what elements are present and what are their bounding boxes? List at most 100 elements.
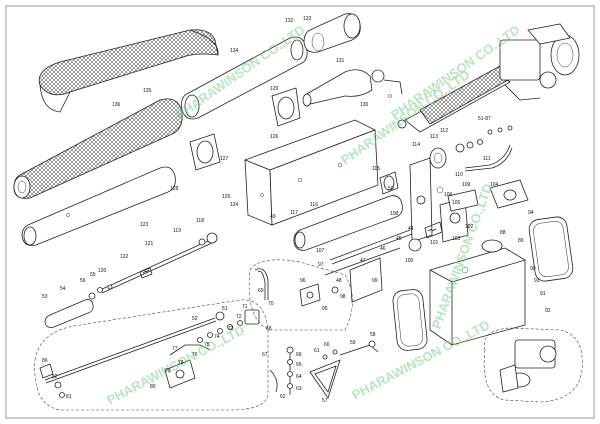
label-44: 44 xyxy=(408,226,414,232)
label-71: 71 xyxy=(242,304,248,310)
pump-unit xyxy=(483,327,583,403)
mesh-half-shell xyxy=(38,29,219,113)
label-88: 88 xyxy=(500,230,506,236)
label-106: 106 xyxy=(444,192,453,198)
control-rod-assembly xyxy=(34,268,269,411)
flange-plate-lower xyxy=(189,133,221,171)
label-121: 121 xyxy=(145,241,154,247)
label-118: 118 xyxy=(196,218,204,224)
label-114: 114 xyxy=(412,142,420,148)
flange-plate-upper xyxy=(271,87,301,127)
label-77: 77 xyxy=(172,346,178,352)
page-border xyxy=(5,5,595,419)
label-136: 136 xyxy=(112,102,121,108)
label-119: 119 xyxy=(173,228,181,234)
label-113: 113 xyxy=(430,134,438,140)
label-110: 110 xyxy=(455,172,463,178)
fuel-pipe xyxy=(455,125,513,172)
label-117: 117 xyxy=(290,210,298,216)
label-65: 65 xyxy=(296,362,302,368)
label-46: 46 xyxy=(380,246,386,252)
label-99: 99 xyxy=(372,278,378,284)
end-cap xyxy=(303,13,361,53)
label-89: 89 xyxy=(518,238,524,244)
label-79: 79 xyxy=(165,368,171,374)
label-115: 115 xyxy=(372,166,380,172)
label-78: 78 xyxy=(178,360,184,366)
label-91: 91 xyxy=(540,291,546,297)
label-72: 72 xyxy=(236,314,242,320)
part-labels: 132 133 134 135 136 131 130 129 128 127 … xyxy=(42,16,551,404)
label-123: 123 xyxy=(140,222,149,228)
label-58: 58 xyxy=(370,332,376,338)
label-120: 120 xyxy=(98,268,107,274)
label-135: 135 xyxy=(143,88,152,94)
mesh-cylinder xyxy=(13,98,183,199)
tank-gaskets xyxy=(392,216,574,351)
label-53: 53 xyxy=(42,294,48,300)
label-81: 81 xyxy=(66,394,72,400)
tie-rods xyxy=(299,221,443,307)
label-98: 98 xyxy=(340,294,346,300)
label-55: 55 xyxy=(90,272,96,278)
label-131: 131 xyxy=(336,58,345,64)
label-107: 107 xyxy=(316,248,325,254)
label-51-87: 51-87 xyxy=(478,116,491,122)
label-76: 76 xyxy=(192,352,198,358)
label-68: 68 xyxy=(266,326,272,332)
label-82: 82 xyxy=(52,374,58,380)
label-116: 116 xyxy=(310,202,318,208)
label-47: 47 xyxy=(360,258,366,264)
label-134: 134 xyxy=(230,48,239,54)
label-126: 126 xyxy=(270,134,279,140)
label-102: 102 xyxy=(465,224,474,230)
injector-rod xyxy=(44,232,218,328)
label-92: 92 xyxy=(545,308,551,314)
label-70: 70 xyxy=(268,301,274,307)
label-51: 51 xyxy=(222,306,228,312)
label-111: 111 xyxy=(483,156,491,162)
label-103: 103 xyxy=(452,236,461,242)
center-pipe-assembly xyxy=(293,147,447,251)
linkage-parts xyxy=(269,340,379,399)
label-125: 125 xyxy=(222,194,231,200)
label-96: 96 xyxy=(300,278,306,284)
label-129: 129 xyxy=(270,86,279,92)
label-57: 57 xyxy=(322,398,328,404)
label-56: 56 xyxy=(80,278,86,284)
label-128: 128 xyxy=(170,186,179,192)
watermark-5: PHARAWINSON CO.,LTD xyxy=(104,322,247,407)
label-95: 95 xyxy=(322,306,328,312)
label-104: 104 xyxy=(490,182,499,188)
label-74: 74 xyxy=(214,334,220,340)
label-80: 80 xyxy=(150,384,156,390)
label-86: 86 xyxy=(42,358,48,364)
frame-bracket xyxy=(243,119,379,226)
plain-tube xyxy=(21,166,176,246)
label-94: 94 xyxy=(528,210,534,216)
label-97: 97 xyxy=(318,262,324,268)
label-50: 50 xyxy=(388,186,394,192)
label-54: 54 xyxy=(60,286,66,292)
label-109: 109 xyxy=(462,182,471,188)
label-45: 45 xyxy=(396,236,402,242)
engine-assembly xyxy=(397,23,580,133)
label-122: 122 xyxy=(120,254,129,260)
label-73: 73 xyxy=(228,326,234,332)
label-132: 132 xyxy=(285,18,294,24)
label-90: 90 xyxy=(530,266,536,272)
label-64: 64 xyxy=(296,374,302,380)
label-133: 133 xyxy=(303,16,312,22)
label-100: 100 xyxy=(405,258,414,264)
label-61: 61 xyxy=(314,348,320,354)
label-49: 49 xyxy=(270,214,276,220)
label-66: 66 xyxy=(296,352,302,358)
label-75: 75 xyxy=(204,342,210,348)
label-69: 69 xyxy=(258,288,264,294)
label-101: 101 xyxy=(430,240,439,246)
label-63: 63 xyxy=(296,386,302,392)
label-130: 130 xyxy=(360,102,369,108)
label-52: 52 xyxy=(192,316,198,322)
